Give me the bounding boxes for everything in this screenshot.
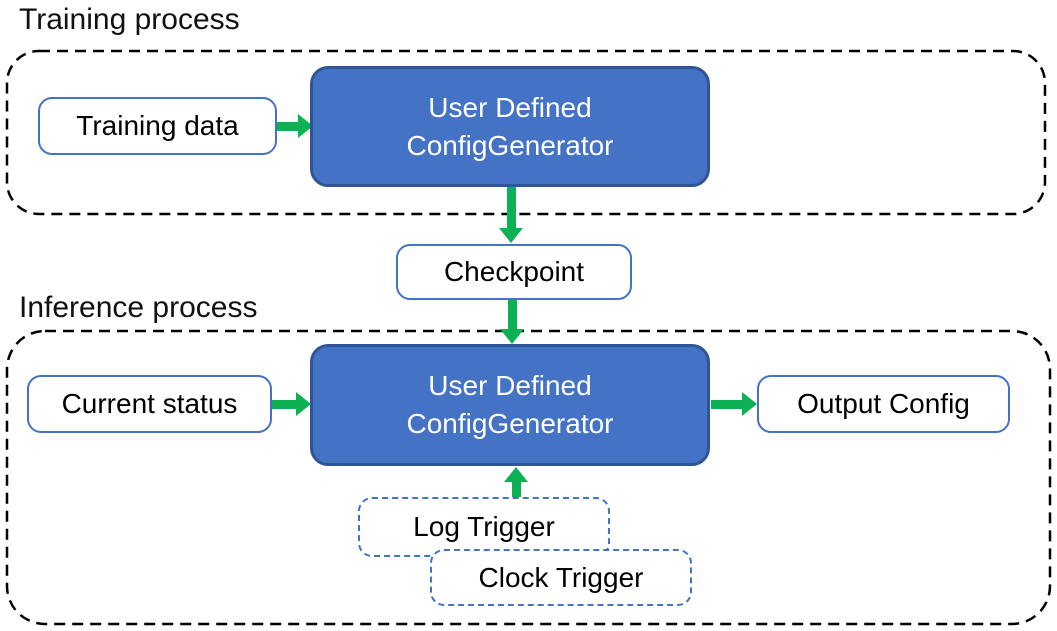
arrow-current-status-to-generator bbox=[272, 392, 311, 416]
arrow-head-down-icon bbox=[500, 329, 524, 344]
log-trigger-node: Log Trigger bbox=[358, 497, 610, 557]
checkpoint-node: Checkpoint bbox=[396, 244, 632, 300]
arrow-shaft bbox=[508, 300, 517, 330]
arrow-head-right-icon bbox=[298, 114, 313, 138]
arrow-shaft bbox=[277, 122, 299, 131]
training-data-label: Training data bbox=[76, 110, 239, 141]
checkpoint-label: Checkpoint bbox=[443, 256, 585, 287]
training-config-generator-node: User Defined ConfigGenerator bbox=[310, 66, 710, 187]
inference-config-generator-node: User Defined ConfigGenerator bbox=[310, 344, 710, 466]
arrow-triggers-to-generator bbox=[504, 467, 528, 498]
config-generator-label-line2: ConfigGenerator bbox=[406, 408, 614, 439]
config-generator-label-line1: User Defined bbox=[428, 370, 592, 401]
arrow-generator-to-checkpoint bbox=[499, 187, 523, 243]
arrow-checkpoint-to-inference-generator bbox=[500, 300, 524, 344]
config-generator-label-line2: ConfigGenerator bbox=[406, 129, 614, 161]
arrow-shaft bbox=[507, 187, 516, 229]
clock-trigger-label: Clock Trigger bbox=[478, 561, 644, 593]
output-config-label: Output Config bbox=[797, 388, 970, 419]
inference-process-title: Inference process bbox=[19, 291, 258, 324]
current-status-label: Current status bbox=[61, 388, 238, 419]
output-config-node: Output Config bbox=[757, 375, 1010, 433]
arrow-head-right-icon bbox=[742, 392, 757, 416]
training-process-title: Training process bbox=[19, 3, 240, 36]
arrow-generator-to-output-config bbox=[711, 392, 757, 416]
log-trigger-label: Log Trigger bbox=[413, 511, 555, 542]
arrow-shaft bbox=[711, 400, 743, 409]
clock-trigger-node: Clock Trigger bbox=[430, 549, 692, 606]
training-data-node: Training data bbox=[38, 97, 277, 155]
arrow-head-up-icon bbox=[504, 467, 528, 482]
config-generator-label-line1: User Defined bbox=[428, 91, 592, 123]
arrow-shaft bbox=[272, 400, 297, 409]
arrow-head-down-icon bbox=[499, 228, 523, 243]
arrow-training-data-to-generator bbox=[277, 114, 313, 138]
arrow-head-right-icon bbox=[296, 392, 311, 416]
arrow-shaft bbox=[512, 481, 521, 498]
current-status-node: Current status bbox=[27, 375, 272, 433]
